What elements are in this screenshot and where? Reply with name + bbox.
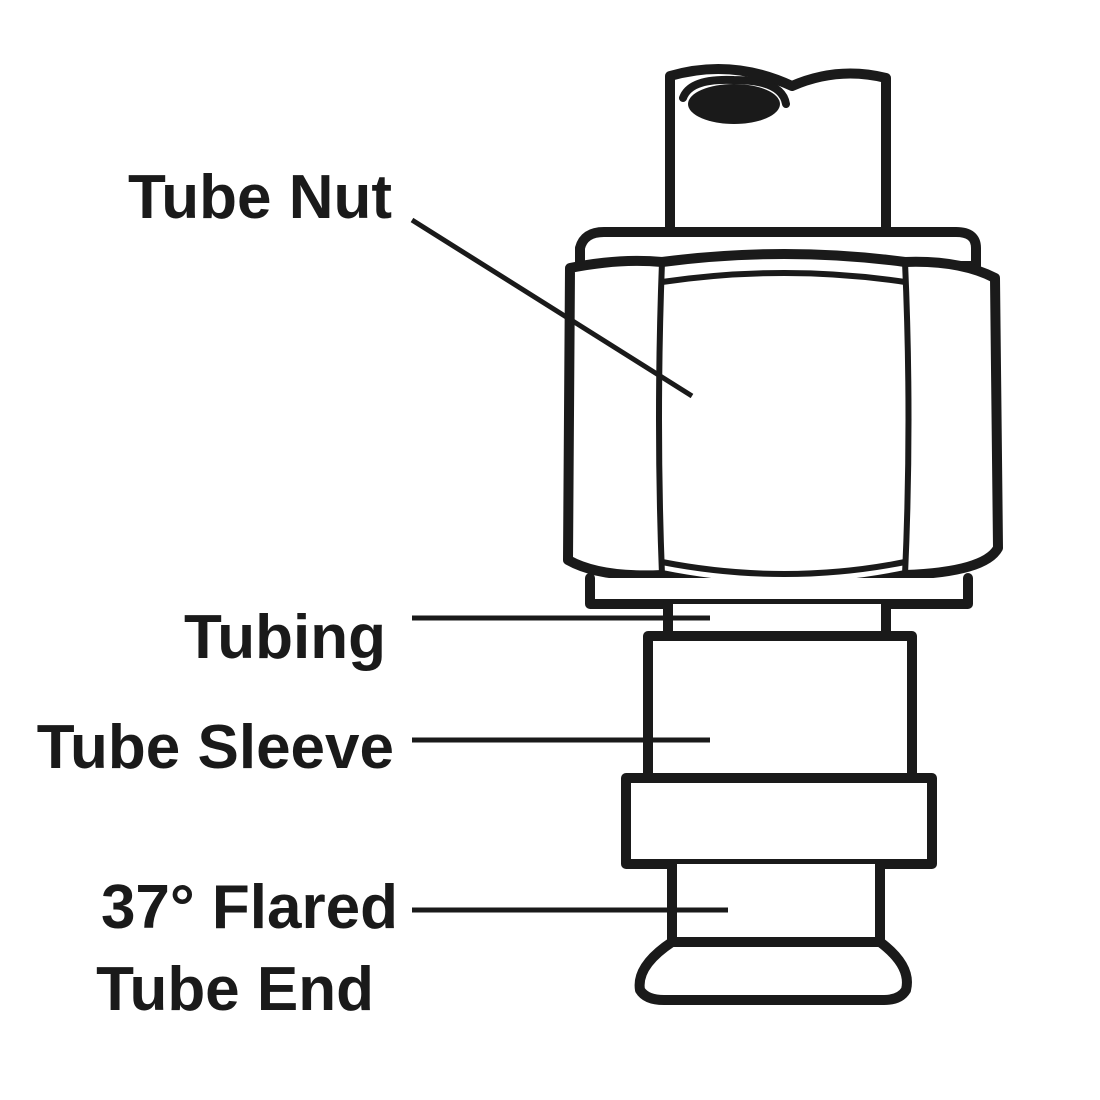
flared-tube-end-neck	[667, 859, 885, 947]
flared-tube-end-flare	[634, 937, 912, 1005]
label-tubing: Tubing	[184, 603, 386, 672]
leader-lines	[410, 217, 728, 913]
label-flared-tube-end-line1: 37° Flared	[101, 873, 398, 942]
label-flared-tube-end-line2: Tube End	[96, 955, 374, 1024]
tubing-bore	[688, 84, 780, 124]
fitting-drawing	[563, 63, 1003, 1005]
tube-sleeve-collar	[621, 773, 937, 869]
tube-nut-bottom-flange	[585, 573, 973, 609]
tube-nut-body	[563, 249, 1003, 593]
tube-nut-chamfer-top	[659, 270, 908, 285]
tube-sleeve	[643, 631, 917, 785]
tube-nut-chamfer-bottom	[659, 559, 908, 577]
tube-nut-facet-right	[902, 259, 912, 578]
label-tube-sleeve: Tube Sleeve	[37, 713, 394, 782]
leader-line-tube-nut	[410, 217, 694, 399]
tubing-bore-rim	[679, 75, 790, 108]
tube-nut-facet-left	[656, 259, 665, 578]
label-tube-nut: Tube Nut	[128, 163, 392, 232]
